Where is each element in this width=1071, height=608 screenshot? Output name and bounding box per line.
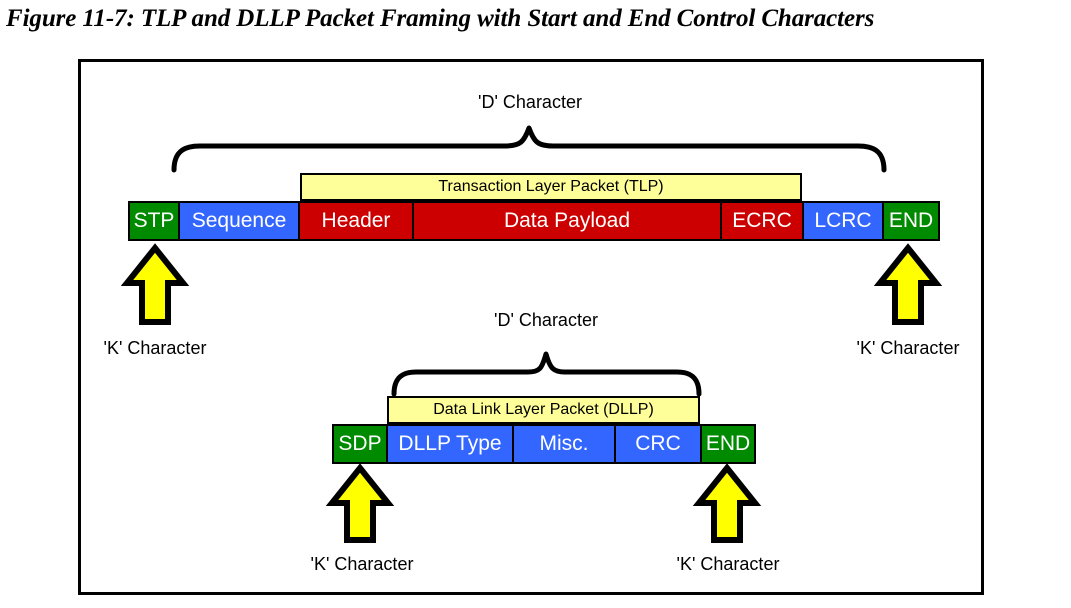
tlp-k-character-right-label: 'K' Character	[856, 338, 960, 358]
tlp-cell-stp: STP	[128, 201, 180, 241]
dllp-cell-dllp-type: DLLP Type	[386, 424, 514, 464]
dllp-cell-sdp: SDP	[332, 424, 388, 464]
dllp-cell-misc: Misc.	[512, 424, 616, 464]
tlp-cell-sequence: Sequence	[178, 201, 300, 241]
tlp-cell-lcrc: LCRC	[802, 201, 884, 241]
tlp-cell-data-payload: Data Payload	[412, 201, 722, 241]
dllp-band: Data Link Layer Packet (DLLP)	[387, 396, 700, 424]
dllp-cell-end: END	[700, 424, 756, 464]
tlp-band: Transaction Layer Packet (TLP)	[300, 173, 802, 201]
dllp-k-character-left-label: 'K' Character	[310, 554, 414, 574]
dllp-cell-crc: CRC	[614, 424, 702, 464]
tlp-cell-header: Header	[298, 201, 414, 241]
tlp-cell-ecrc: ECRC	[720, 201, 804, 241]
dllp-d-character-label: 'D' Character	[494, 310, 598, 330]
figure-caption: Figure 11-7: TLP and DLLP Packet Framing…	[6, 5, 875, 32]
tlp-d-character-label: 'D' Character	[478, 92, 582, 112]
tlp-k-character-left-label: 'K' Character	[103, 338, 207, 358]
tlp-cell-end: END	[882, 201, 940, 241]
dllp-k-character-right-label: 'K' Character	[676, 554, 780, 574]
